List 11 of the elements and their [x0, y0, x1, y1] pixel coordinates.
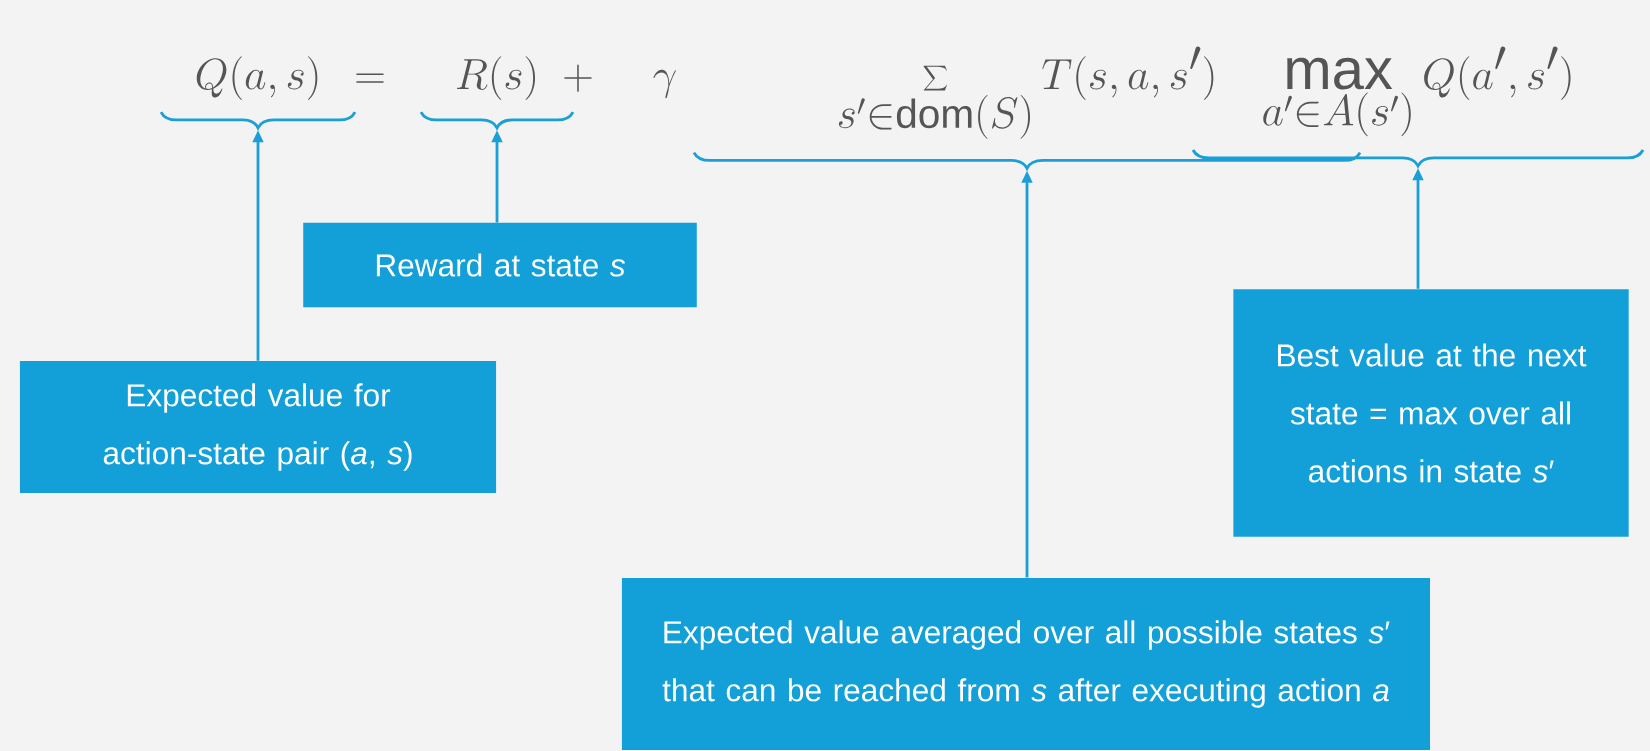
callout-box: Expected value for action-state pair (a, s)	[19, 361, 497, 493]
formula-symbol: $=$	[356, 73, 384, 83]
formula-symbol: $+$	[564, 64, 592, 92]
formula-part: $\sum_{s'\in\mathrm{dom}(S)} T(s, a, s')$	[838, 46, 1214, 139]
callout-box: Best value at the next state = max over all actions in state s′	[1233, 289, 1629, 537]
callout-box: Expected value averaged over all possible states s′ that can be reached from s after executing action a	[621, 577, 1431, 751]
formula-part: $R(s)$	[457, 56, 536, 100]
callout-box: Reward at state s	[303, 222, 697, 308]
formula-part: $Q(a, s)$	[196, 56, 318, 100]
formula-symbol: $\gamma$	[653, 69, 676, 99]
formula-part: $\max_{a'\in A(s')} Q(a', s')$	[1263, 46, 1571, 137]
